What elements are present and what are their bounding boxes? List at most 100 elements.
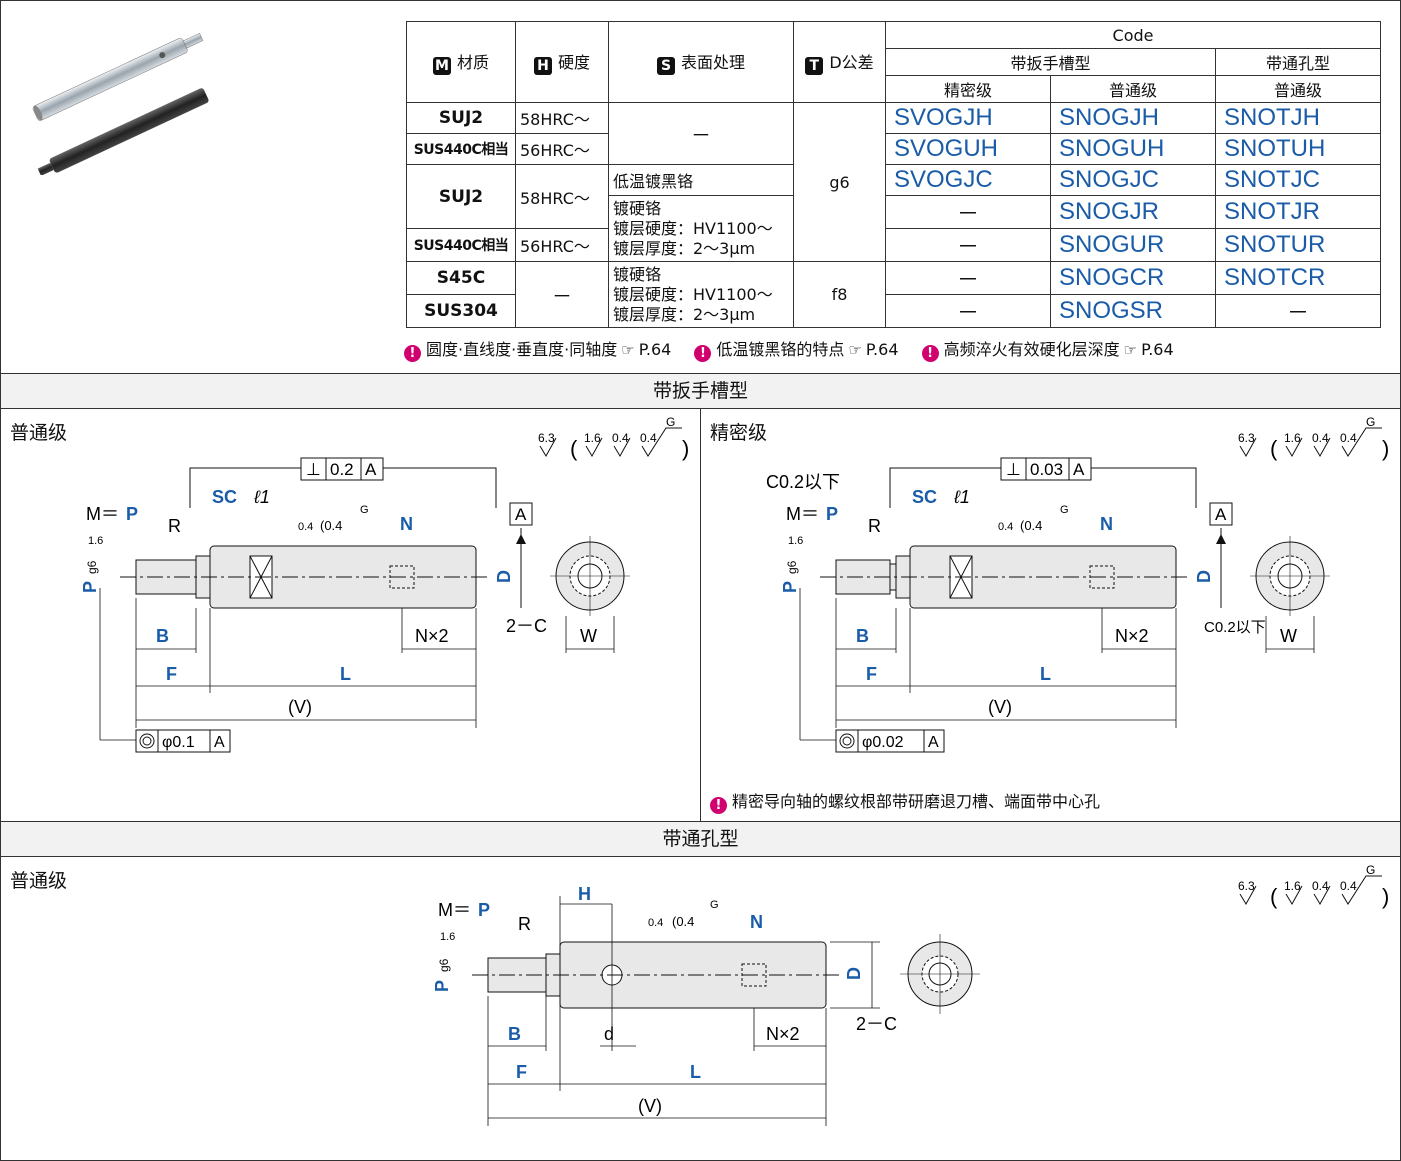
table-notes: !圆度·直线度·垂直度·同轴度☞P.64 !低温镀黑铬的特点☞P.64 !高频淬… <box>404 336 1192 362</box>
svg-text:⊥: ⊥ <box>1006 460 1021 479</box>
svg-text:F: F <box>166 664 177 684</box>
note-geometric[interactable]: !圆度·直线度·垂直度·同轴度☞P.64 <box>404 340 671 362</box>
svg-text:A: A <box>214 734 225 751</box>
svg-text:P: P <box>780 581 800 593</box>
code-cell: SVOGJC <box>885 164 1051 196</box>
material-cell: SUS440C相当 <box>406 228 516 262</box>
svg-text:N×2: N×2 <box>1115 626 1149 646</box>
svg-text:A: A <box>1073 460 1085 479</box>
svg-text:0.4: 0.4 <box>1312 879 1329 893</box>
svg-text:R: R <box>168 516 181 536</box>
svg-text:0.2: 0.2 <box>330 460 354 479</box>
svg-text:D: D <box>844 967 864 980</box>
precision-note: !精密导向轴的螺纹根部带研磨退刀槽、端面带中心孔 <box>710 788 1100 814</box>
svg-text:M＝: M＝ <box>438 900 471 920</box>
svg-text:⊥: ⊥ <box>306 460 321 479</box>
hardness-cell: 58HRC～ <box>515 164 609 229</box>
svg-text:H: H <box>578 884 591 904</box>
code-cell: SVOGJH <box>885 102 1051 134</box>
grade-label-precision: 精密级 <box>710 422 768 444</box>
svg-text:): ) <box>1382 884 1389 909</box>
code-cell: － <box>885 195 1051 229</box>
svg-text:N: N <box>1100 514 1113 534</box>
svg-text:L: L <box>690 1062 701 1082</box>
svg-text:R: R <box>518 914 531 934</box>
svg-text:F: F <box>516 1062 527 1082</box>
material-cell: S45C <box>406 261 516 295</box>
svg-text:G: G <box>1366 863 1375 877</box>
tip-icon: ! <box>404 345 421 362</box>
svg-text:(0.4: (0.4 <box>320 518 342 533</box>
header-normal: 普通级 <box>1050 75 1216 103</box>
code-cell: SNOTJR <box>1215 195 1381 229</box>
surface-cell: 低温镀黑铬 <box>608 164 794 196</box>
svg-text:D: D <box>1194 570 1214 583</box>
svg-text:0.4: 0.4 <box>640 431 657 445</box>
code-cell: SNOGSR <box>1050 294 1216 328</box>
svg-text:1.6: 1.6 <box>440 931 455 943</box>
svg-text:6.3: 6.3 <box>1238 431 1255 445</box>
tip-icon: ! <box>921 345 939 362</box>
svg-text:(: ( <box>570 436 578 461</box>
svg-text:L: L <box>1040 664 1051 684</box>
code-cell: SNOGCR <box>1050 261 1216 295</box>
svg-text:P: P <box>826 504 838 524</box>
svg-text:SC: SC <box>912 487 937 507</box>
pointing-hand-icon: ☞ <box>1123 341 1138 359</box>
tip-icon: ! <box>694 345 712 362</box>
drawing-wrench-precision: 6.3 ( 1.6 0.4 0.4 G ) ⊥ 0.03 A A C0.2以下 … <box>766 415 1389 753</box>
svg-text:(V): (V) <box>638 1096 662 1116</box>
pointing-hand-icon: ☞ <box>848 341 862 359</box>
code-cell: SNOGUH <box>1050 133 1216 165</box>
svg-text:0.4: 0.4 <box>1340 879 1357 893</box>
note-black-chrome[interactable]: !低温镀黑铬的特点☞P.64 <box>694 340 899 362</box>
svg-text:6.3: 6.3 <box>1238 879 1255 893</box>
header-code: Code <box>885 21 1381 49</box>
header-through-type: 带通孔型 <box>1215 48 1381 76</box>
header-wrench-type: 带扳手槽型 <box>885 48 1216 76</box>
hardness-cell: － <box>515 261 609 328</box>
svg-text:L: L <box>340 664 351 684</box>
svg-text:G: G <box>1060 504 1069 516</box>
grade-label-normal-through: 普通级 <box>10 870 68 892</box>
svg-text:g6: g6 <box>85 560 99 574</box>
code-cell: SNOGJC <box>1050 164 1216 196</box>
svg-text:D: D <box>494 570 514 583</box>
svg-text:G: G <box>360 504 369 516</box>
svg-text:N: N <box>400 514 413 534</box>
tolerance-cell: f8 <box>793 261 886 328</box>
code-cell: － <box>885 294 1051 328</box>
svg-text:0.03: 0.03 <box>1030 460 1063 479</box>
svg-text:0.4: 0.4 <box>648 917 663 929</box>
svg-text:(V): (V) <box>988 697 1012 717</box>
svg-text:0.4: 0.4 <box>612 431 629 445</box>
code-cell: SNOGJR <box>1050 195 1216 229</box>
surface-cell: － <box>608 102 794 165</box>
svg-text:SC: SC <box>212 487 237 507</box>
code-cell: SVOGUH <box>885 133 1051 165</box>
code-cell: SNOTUR <box>1215 228 1381 262</box>
svg-text:1.6: 1.6 <box>584 431 601 445</box>
svg-text:M＝: M＝ <box>786 504 819 524</box>
svg-text:A: A <box>928 734 939 751</box>
material-cell: SUJ2 <box>406 164 516 229</box>
svg-text:P: P <box>80 581 100 593</box>
code-cell: SNOTCR <box>1215 261 1381 295</box>
svg-text:(: ( <box>1270 436 1278 461</box>
header-normal-2: 普通级 <box>1215 75 1381 103</box>
svg-text:6.3: 6.3 <box>538 431 555 445</box>
note-hardening[interactable]: !高频淬火有效硬化层深度☞P.64 <box>921 340 1174 362</box>
svg-text:C0.2以下: C0.2以下 <box>766 472 840 492</box>
svg-text:G: G <box>710 899 719 911</box>
drawing-wrench-normal: 6.3 ( 1.6 0.4 0.4 G ) ⊥ 0.2 A A M＝ P R S… <box>80 415 689 753</box>
svg-text:B: B <box>156 626 169 646</box>
svg-text:1.6: 1.6 <box>1284 431 1301 445</box>
drawing-through-normal: 6.3 ( 1.6 0.4 0.4 G ) M＝ P R H N 0.4 (0.… <box>432 863 1389 1126</box>
guide-shaft-photo <box>32 32 209 175</box>
svg-text:A: A <box>1215 505 1227 524</box>
svg-text:(0.4: (0.4 <box>672 914 694 929</box>
svg-text:0.4: 0.4 <box>998 521 1013 533</box>
